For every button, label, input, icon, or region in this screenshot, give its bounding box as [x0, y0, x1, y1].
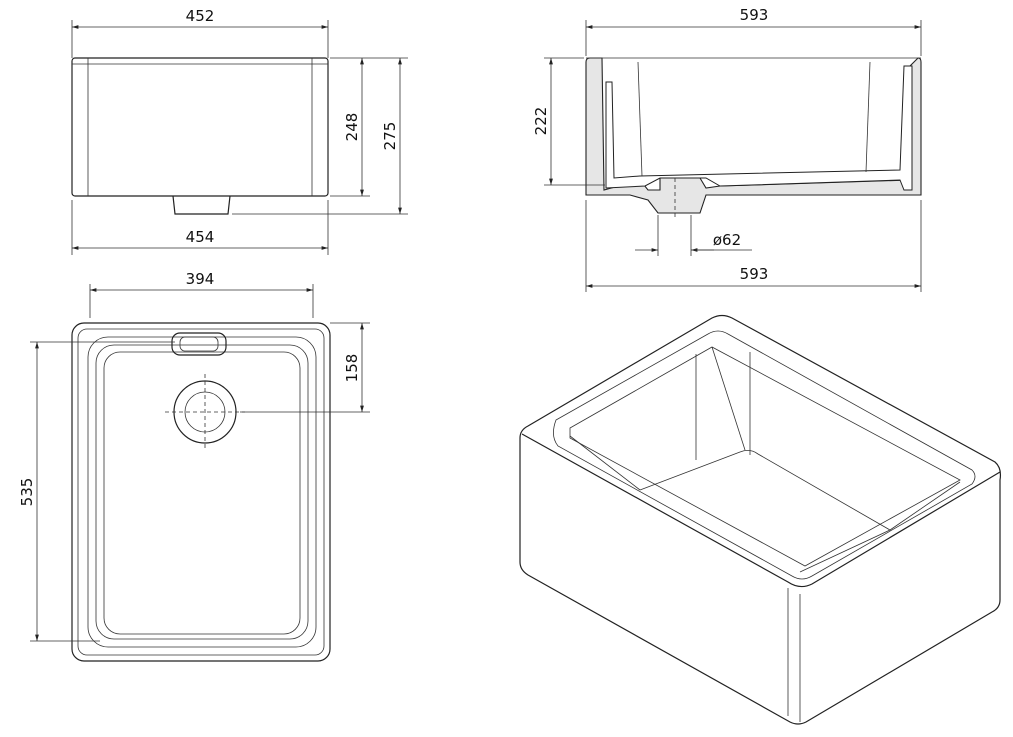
dim-front-width-bottom: 454 [186, 228, 215, 246]
isometric-view [519, 314, 1002, 725]
dim-front-width-top: 452 [186, 7, 215, 25]
dim-front-height-total: 275 [381, 122, 399, 151]
section-view: 593 222 ø62 593 [532, 6, 922, 292]
dim-section-depth: 222 [532, 107, 550, 136]
dim-front-height-body: 248 [343, 113, 361, 142]
dim-section-width-bottom: 593 [740, 265, 769, 283]
dim-section-width-top: 593 [740, 6, 769, 24]
dim-waste-offset: 158 [343, 354, 361, 383]
top-view: 394 158 535 [18, 270, 370, 662]
dim-top-length: 535 [18, 478, 36, 507]
dim-top-width: 394 [186, 270, 215, 288]
dim-waste-diameter: ø62 [713, 231, 741, 249]
front-view: 452 454 248 275 [71, 7, 408, 255]
